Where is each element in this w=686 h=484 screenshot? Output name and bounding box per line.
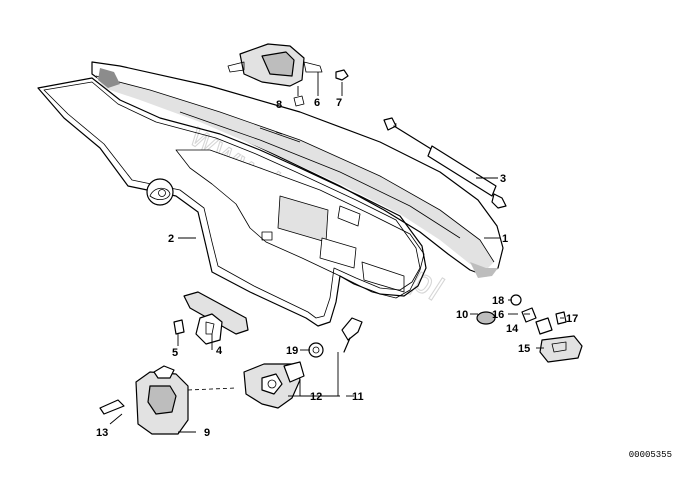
callout-9: 9 bbox=[204, 427, 210, 439]
callout-15: 15 bbox=[518, 343, 530, 355]
buffer-parts-drawing bbox=[476, 294, 583, 363]
callout-16: 16 bbox=[492, 309, 504, 321]
lid-hinge-bracket-drawing bbox=[227, 43, 349, 107]
callout-1: 1 bbox=[502, 233, 508, 245]
callout-8: 8 bbox=[276, 99, 282, 111]
trunk-lid-drawing bbox=[91, 61, 504, 299]
callout-labels: 1 2 3 4 5 6 7 8 9 10 11 12 13 14 15 16 1… bbox=[96, 97, 578, 439]
trunk-seal-drawing bbox=[37, 77, 427, 327]
callout-4: 4 bbox=[216, 345, 223, 357]
callout-11: 11 bbox=[352, 391, 364, 403]
lock-striker-drawing bbox=[173, 291, 249, 345]
callout-14: 14 bbox=[506, 323, 519, 335]
callout-5: 5 bbox=[172, 347, 178, 359]
document-number: 00005355 bbox=[628, 450, 672, 460]
leader-lines bbox=[109, 72, 564, 433]
callout-17: 17 bbox=[566, 313, 578, 325]
callout-13: 13 bbox=[96, 427, 108, 439]
callout-19: 19 bbox=[286, 345, 298, 357]
gas-strut-drawing bbox=[383, 117, 507, 209]
callout-12: 12 bbox=[310, 391, 322, 403]
callout-6: 6 bbox=[314, 97, 320, 109]
callout-10: 10 bbox=[456, 309, 468, 321]
callout-2: 2 bbox=[168, 233, 174, 245]
callout-3: 3 bbox=[500, 173, 506, 185]
latch-drawing bbox=[99, 365, 237, 435]
callout-18: 18 bbox=[492, 295, 504, 307]
lock-cylinder-drawing bbox=[243, 317, 363, 409]
callout-7: 7 bbox=[336, 97, 342, 109]
